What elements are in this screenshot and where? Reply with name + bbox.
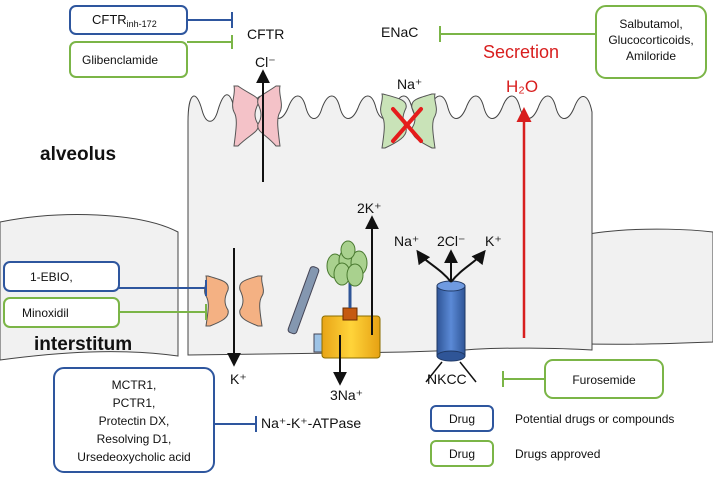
- secretion-label: Secretion: [483, 42, 559, 62]
- svg-text:Resolving D1,: Resolving D1,: [97, 432, 172, 446]
- k-ion-label-bottom: K⁺: [230, 371, 247, 387]
- svg-text:MCTR1,: MCTR1,: [112, 378, 157, 392]
- na-ion-label-top: Na⁺: [397, 76, 422, 92]
- cl-ion-label: Cl⁻: [255, 54, 276, 70]
- cftr-inh-sub: inh-172: [127, 19, 157, 29]
- svg-text:Minoxidil: Minoxidil: [22, 306, 69, 320]
- k-channel: [204, 275, 264, 327]
- svg-text:Salbutamol,: Salbutamol,: [619, 17, 682, 31]
- nkcc-na-arrow: [416, 249, 452, 283]
- alveolus-label: alveolus: [40, 144, 116, 165]
- svg-text:Drugs approved: Drugs approved: [515, 447, 600, 461]
- 2k-ion-label: 2K⁺: [357, 200, 382, 216]
- svg-text:Protectin DX,: Protectin DX,: [99, 414, 170, 428]
- cftr-label: CFTR: [247, 26, 284, 42]
- nkcc-k-arrow: [450, 249, 486, 283]
- svg-text:Ursedeoxycholic acid: Ursedeoxycholic acid: [77, 450, 190, 464]
- drug-enac-approved: Salbutamol, Glucocorticoids, Amiloride: [595, 5, 707, 79]
- legend-approved: Drug Drugs approved: [430, 440, 600, 467]
- nkcc-na-label: Na⁺: [394, 233, 419, 249]
- drug-atpase-potential: MCTR1, PCTR1, Protectin DX, Resolving D1…: [53, 367, 215, 473]
- 3na-ion-label: 3Na⁺: [330, 387, 363, 403]
- svg-text:1-EBIO,: 1-EBIO,: [30, 270, 73, 284]
- drug-furosemide: Furosemide: [544, 359, 664, 399]
- water-label: H₂O: [506, 77, 538, 96]
- nkcc-2cl-label: 2Cl⁻: [437, 233, 465, 249]
- svg-text:Glibenclamide: Glibenclamide: [82, 53, 158, 67]
- cftr-inh-main: CFTR: [92, 12, 127, 27]
- svg-text:PCTR1,: PCTR1,: [113, 396, 156, 410]
- blocked-x-icon: [391, 107, 423, 143]
- svg-text:Amiloride: Amiloride: [626, 49, 676, 63]
- nkcc-cotransporter: [425, 280, 477, 383]
- enac-label: ENaC: [381, 24, 418, 40]
- interstitum-label: interstitum: [34, 334, 132, 355]
- drug-minoxidil: Minoxidil: [3, 297, 120, 328]
- svg-text:Potential drugs or compounds: Potential drugs or compounds: [515, 412, 674, 426]
- svg-text:Furosemide: Furosemide: [572, 373, 636, 387]
- svg-text:Drug: Drug: [449, 447, 475, 461]
- svg-text:Glucocorticoids,: Glucocorticoids,: [608, 33, 693, 47]
- drug-glibenclamide: Glibenclamide: [69, 41, 188, 78]
- svg-text:Drug: Drug: [449, 412, 475, 426]
- drug-1-ebio: 1-EBIO,: [3, 261, 120, 292]
- na-k-atpase-pump: [287, 240, 381, 359]
- svg-text:CFTRinh-172: CFTRinh-172: [92, 12, 157, 29]
- atpase-label: Na⁺-K⁺-ATPase: [261, 415, 361, 431]
- nkcc-k-label: K⁺: [485, 233, 502, 249]
- nkcc-label: NKCC: [427, 371, 467, 387]
- legend-potential: Drug Potential drugs or compounds: [430, 405, 674, 432]
- drug-cftr-inh172: CFTRinh-172: [69, 5, 188, 35]
